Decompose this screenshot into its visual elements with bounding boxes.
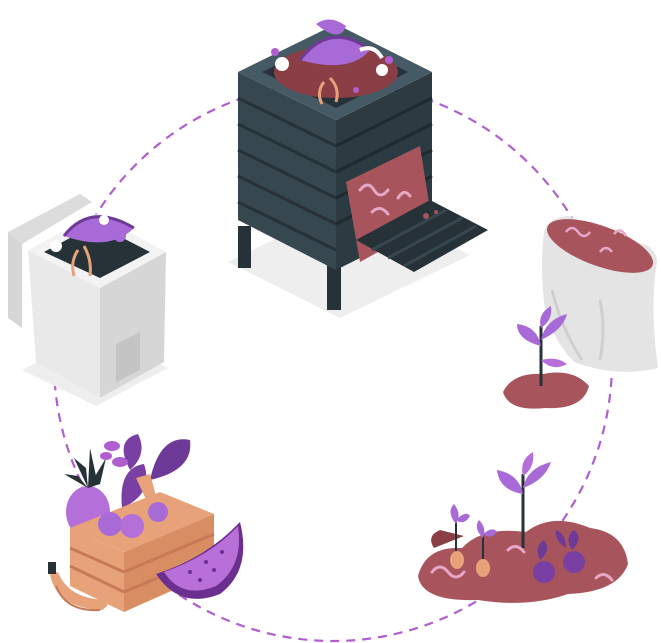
worm-bin-icon [228, 19, 488, 318]
produce-icon [48, 434, 243, 612]
garden-bed [418, 452, 628, 603]
bin-icon [8, 194, 168, 406]
sack-icon [541, 208, 660, 372]
